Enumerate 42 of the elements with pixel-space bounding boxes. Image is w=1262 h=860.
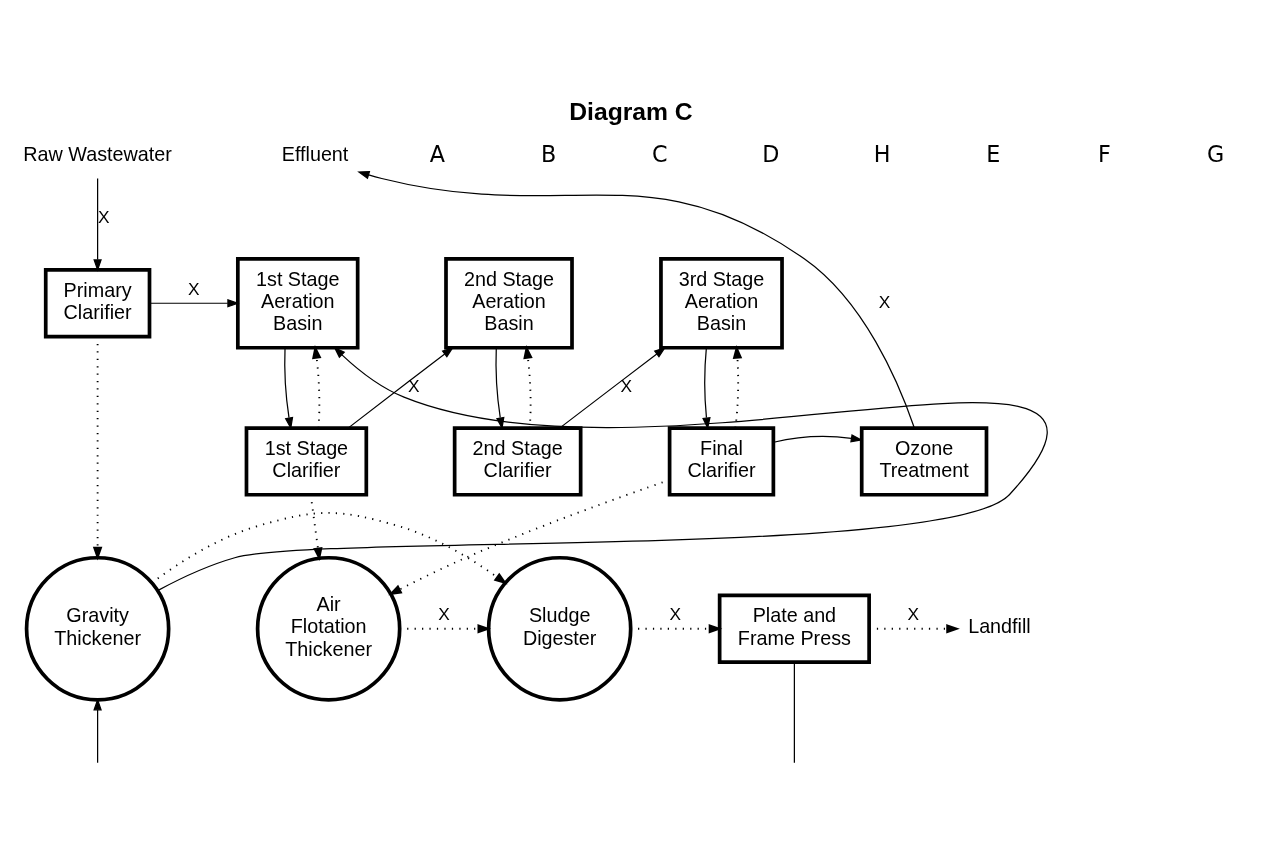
edge-label: X [438, 603, 450, 624]
node-box: 2nd Stage Clarifier [452, 425, 583, 497]
arrow [149, 298, 240, 308]
label: H [873, 140, 891, 167]
node-box: Final Clarifier [667, 425, 776, 497]
label: G [1207, 140, 1225, 167]
node-box: Plate and Frame Press [717, 593, 871, 664]
arrow [732, 344, 743, 429]
arrow [523, 344, 533, 429]
edge-label: X [907, 603, 920, 624]
diagram-title: Diagram C [569, 97, 693, 125]
edge-label: X [98, 206, 110, 227]
label: C [651, 140, 668, 167]
label: F [1098, 140, 1111, 167]
arrow [93, 177, 102, 272]
edge-label: X [669, 603, 681, 624]
node-box: 1st Stage Aeration Basin [235, 256, 360, 350]
arrow [559, 346, 667, 428]
label: E [986, 140, 1001, 167]
node-text: Landfill [968, 614, 1031, 637]
edge-label: X [620, 375, 633, 396]
node-text: Raw Wastewater [23, 142, 172, 165]
node-circle: Gravity Thickener [24, 555, 171, 702]
node-box: Ozone Treatment [859, 425, 989, 497]
label: A [429, 140, 445, 167]
node-circle: Sludge Digester [486, 555, 633, 702]
label: D [762, 140, 780, 167]
node-box: 1st Stage Clarifier [244, 425, 369, 497]
arrow [312, 344, 322, 429]
arrow [347, 346, 455, 428]
node-box: Primary Clarifier [43, 267, 152, 338]
edge-label: X [878, 291, 891, 312]
label: B [540, 140, 557, 167]
arrow [702, 346, 711, 430]
node-box: 3rd Stage Aeration Basin [659, 256, 784, 350]
edge-label: X [187, 278, 200, 299]
edge-label: X [408, 375, 420, 396]
arrow [157, 345, 1047, 591]
arrow [284, 346, 294, 430]
node-box: 2nd Stage Aeration Basin [444, 256, 574, 350]
arrow [151, 511, 508, 585]
node-text: Effluent [281, 142, 349, 165]
